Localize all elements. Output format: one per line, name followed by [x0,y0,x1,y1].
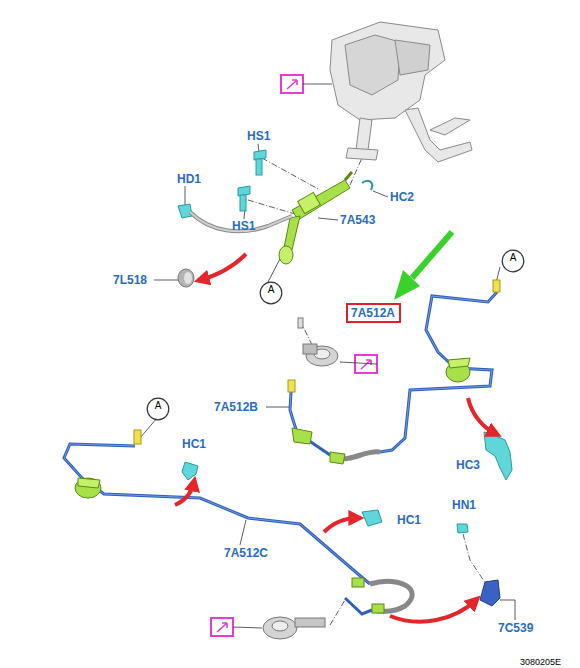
figure-number: 3080205E [520,655,561,668]
reference-circle: A [146,397,170,421]
grommet [178,269,194,287]
view-icon [211,75,377,636]
part-callout: 7A543 [340,213,375,227]
pedal-box [330,22,472,162]
part-callout: HC2 [390,190,414,204]
part-callout: HN1 [452,498,476,512]
clutch-tube [64,444,372,614]
part-callout: HS1 [232,219,255,233]
part-callout: 7A512C [224,546,268,560]
reference-letter: A [501,249,525,267]
part-callout: HD1 [177,172,201,186]
part-callout: HC3 [456,458,480,472]
retaining-clip [362,181,372,190]
part-callout: HC1 [182,437,206,451]
reference-circle: A [259,281,283,305]
part-callout: HS1 [247,129,270,143]
slave-cylinder [263,617,325,639]
part-callout: 7C539 [498,621,533,635]
fastener [178,150,512,533]
part-callout: 7A512B [214,400,258,414]
tube-fitting [288,280,500,464]
reference-letter: A [146,397,170,415]
highlight-box: 7A512A [346,303,401,323]
clutch-tube [290,292,497,455]
removal-arrow [175,254,496,622]
part-callout: HC1 [397,513,421,527]
bracket [480,580,500,606]
pointer-arrow [394,232,452,300]
part-number: 7A512A [351,306,396,320]
reference-circle: A [501,249,525,273]
slave-cylinder [298,318,338,366]
tube-fitting [75,430,384,613]
part-callout: 7L518 [113,273,147,287]
reference-letter: A [259,281,283,299]
